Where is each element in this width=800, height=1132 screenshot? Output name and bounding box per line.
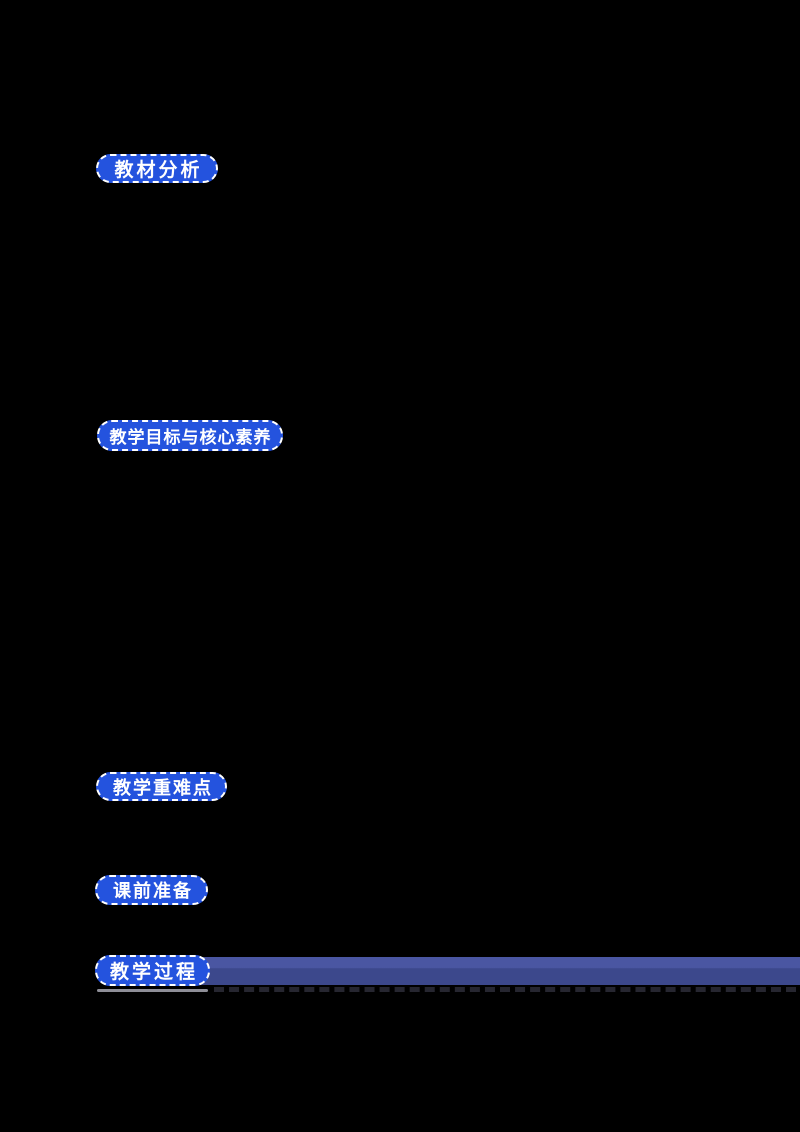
dashed-underline-divider [214, 987, 796, 992]
section-badge-objectives-core-competencies: 教学目标与核心素养 [97, 420, 283, 451]
section-badge-key-difficult-points: 教学重难点 [96, 772, 227, 801]
section-badge-textbook-analysis: 教材分析 [96, 154, 218, 183]
section-badge-preclass-preparation: 课前准备 [95, 875, 208, 905]
teaching-process-header-bar [160, 957, 800, 985]
section-badge-teaching-process: 教学过程 [95, 955, 210, 986]
badge-shadow-strip [97, 989, 208, 992]
